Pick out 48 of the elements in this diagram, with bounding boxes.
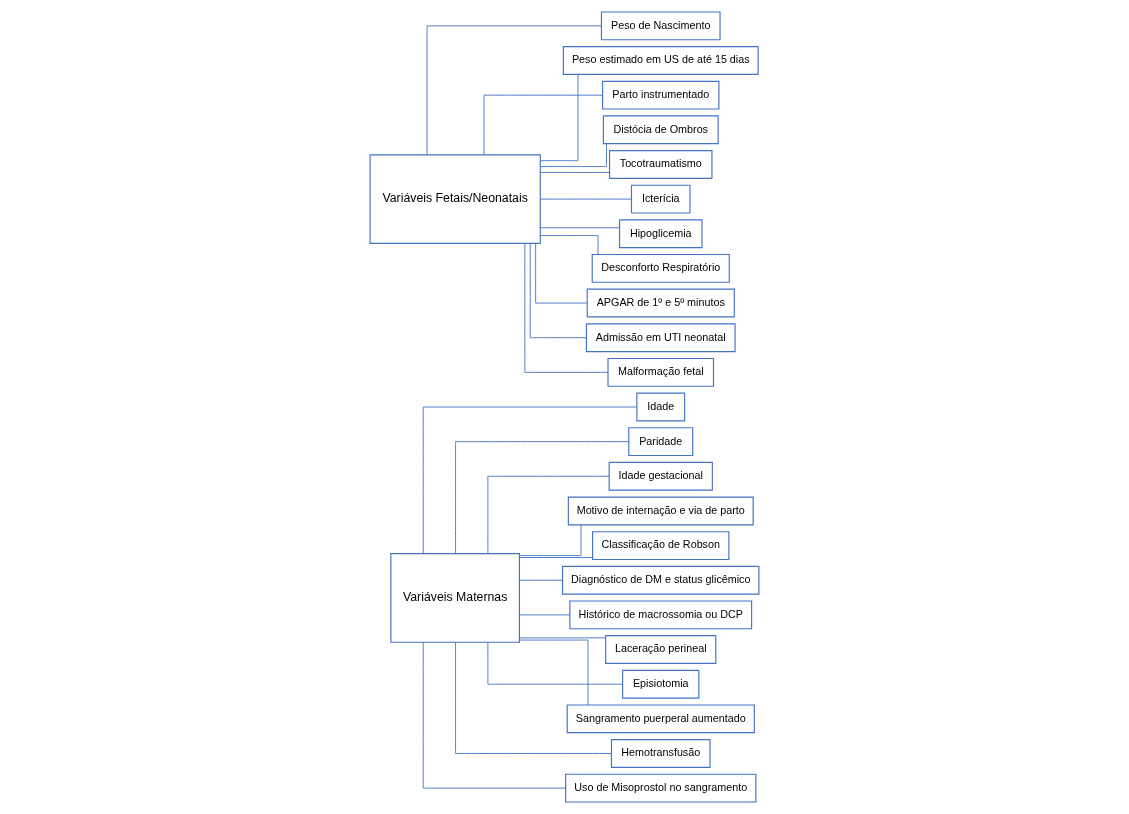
connector bbox=[426, 25, 602, 156]
connector bbox=[519, 557, 594, 558]
connector bbox=[529, 243, 587, 339]
connector bbox=[519, 579, 563, 581]
node-box: Hipoglicemia bbox=[618, 219, 703, 249]
node-box: Peso de Nascimento bbox=[600, 11, 721, 41]
node-box: Tocotraumatismo bbox=[608, 150, 713, 179]
connector bbox=[539, 198, 632, 200]
node-box: Paridade bbox=[628, 427, 694, 457]
node-box: Admissão em UTI neonatal bbox=[585, 323, 736, 353]
node-box: Idade bbox=[636, 392, 686, 422]
connector bbox=[519, 524, 582, 557]
node-box: Laceração perineal bbox=[605, 635, 717, 664]
connector bbox=[524, 243, 609, 373]
node-box: Variáveis Maternas bbox=[390, 553, 521, 643]
node-box: Uso de Misoprostol no sangramento bbox=[565, 773, 757, 803]
node-box: Icterícia bbox=[630, 184, 691, 214]
connector bbox=[519, 614, 571, 616]
connector bbox=[483, 94, 603, 156]
connector bbox=[539, 172, 610, 173]
node-box: Classificação de Robson bbox=[592, 531, 730, 561]
node-box: Episiotomia bbox=[622, 669, 700, 699]
connector bbox=[539, 143, 607, 168]
connector bbox=[487, 475, 610, 554]
node-box: Sangramento puerperal aumentado bbox=[566, 704, 755, 734]
node-box: Peso estimado em US de até 15 dias bbox=[562, 46, 759, 75]
node-box: Histórico de macrossomia ou DCP bbox=[569, 600, 753, 630]
node-box: Distócia de Ombros bbox=[602, 115, 719, 145]
connector bbox=[422, 641, 566, 789]
node-box: Parto instrumentado bbox=[602, 80, 720, 110]
connector bbox=[487, 641, 624, 685]
connector bbox=[455, 441, 630, 555]
connector bbox=[455, 641, 612, 754]
connector bbox=[422, 406, 638, 555]
node-box: Malformação fetal bbox=[607, 357, 715, 387]
connector bbox=[539, 235, 599, 255]
connector bbox=[535, 243, 588, 304]
node-box: Variáveis Fetais/Neonatais bbox=[369, 154, 541, 244]
connector bbox=[519, 637, 606, 639]
node-box: Idade gestacional bbox=[608, 461, 713, 491]
node-box: APGAR de 1º e 5º minutos bbox=[586, 288, 735, 318]
node-box: Hemotransfusão bbox=[610, 739, 711, 768]
connector bbox=[540, 74, 579, 162]
node-box: Desconforto Respiratório bbox=[591, 253, 730, 283]
connector bbox=[539, 227, 620, 229]
node-box: Diagnóstico de DM e status glicêmico bbox=[562, 565, 760, 595]
node-box: Motivo de internação e via de parto bbox=[567, 496, 754, 526]
connector bbox=[519, 639, 589, 706]
